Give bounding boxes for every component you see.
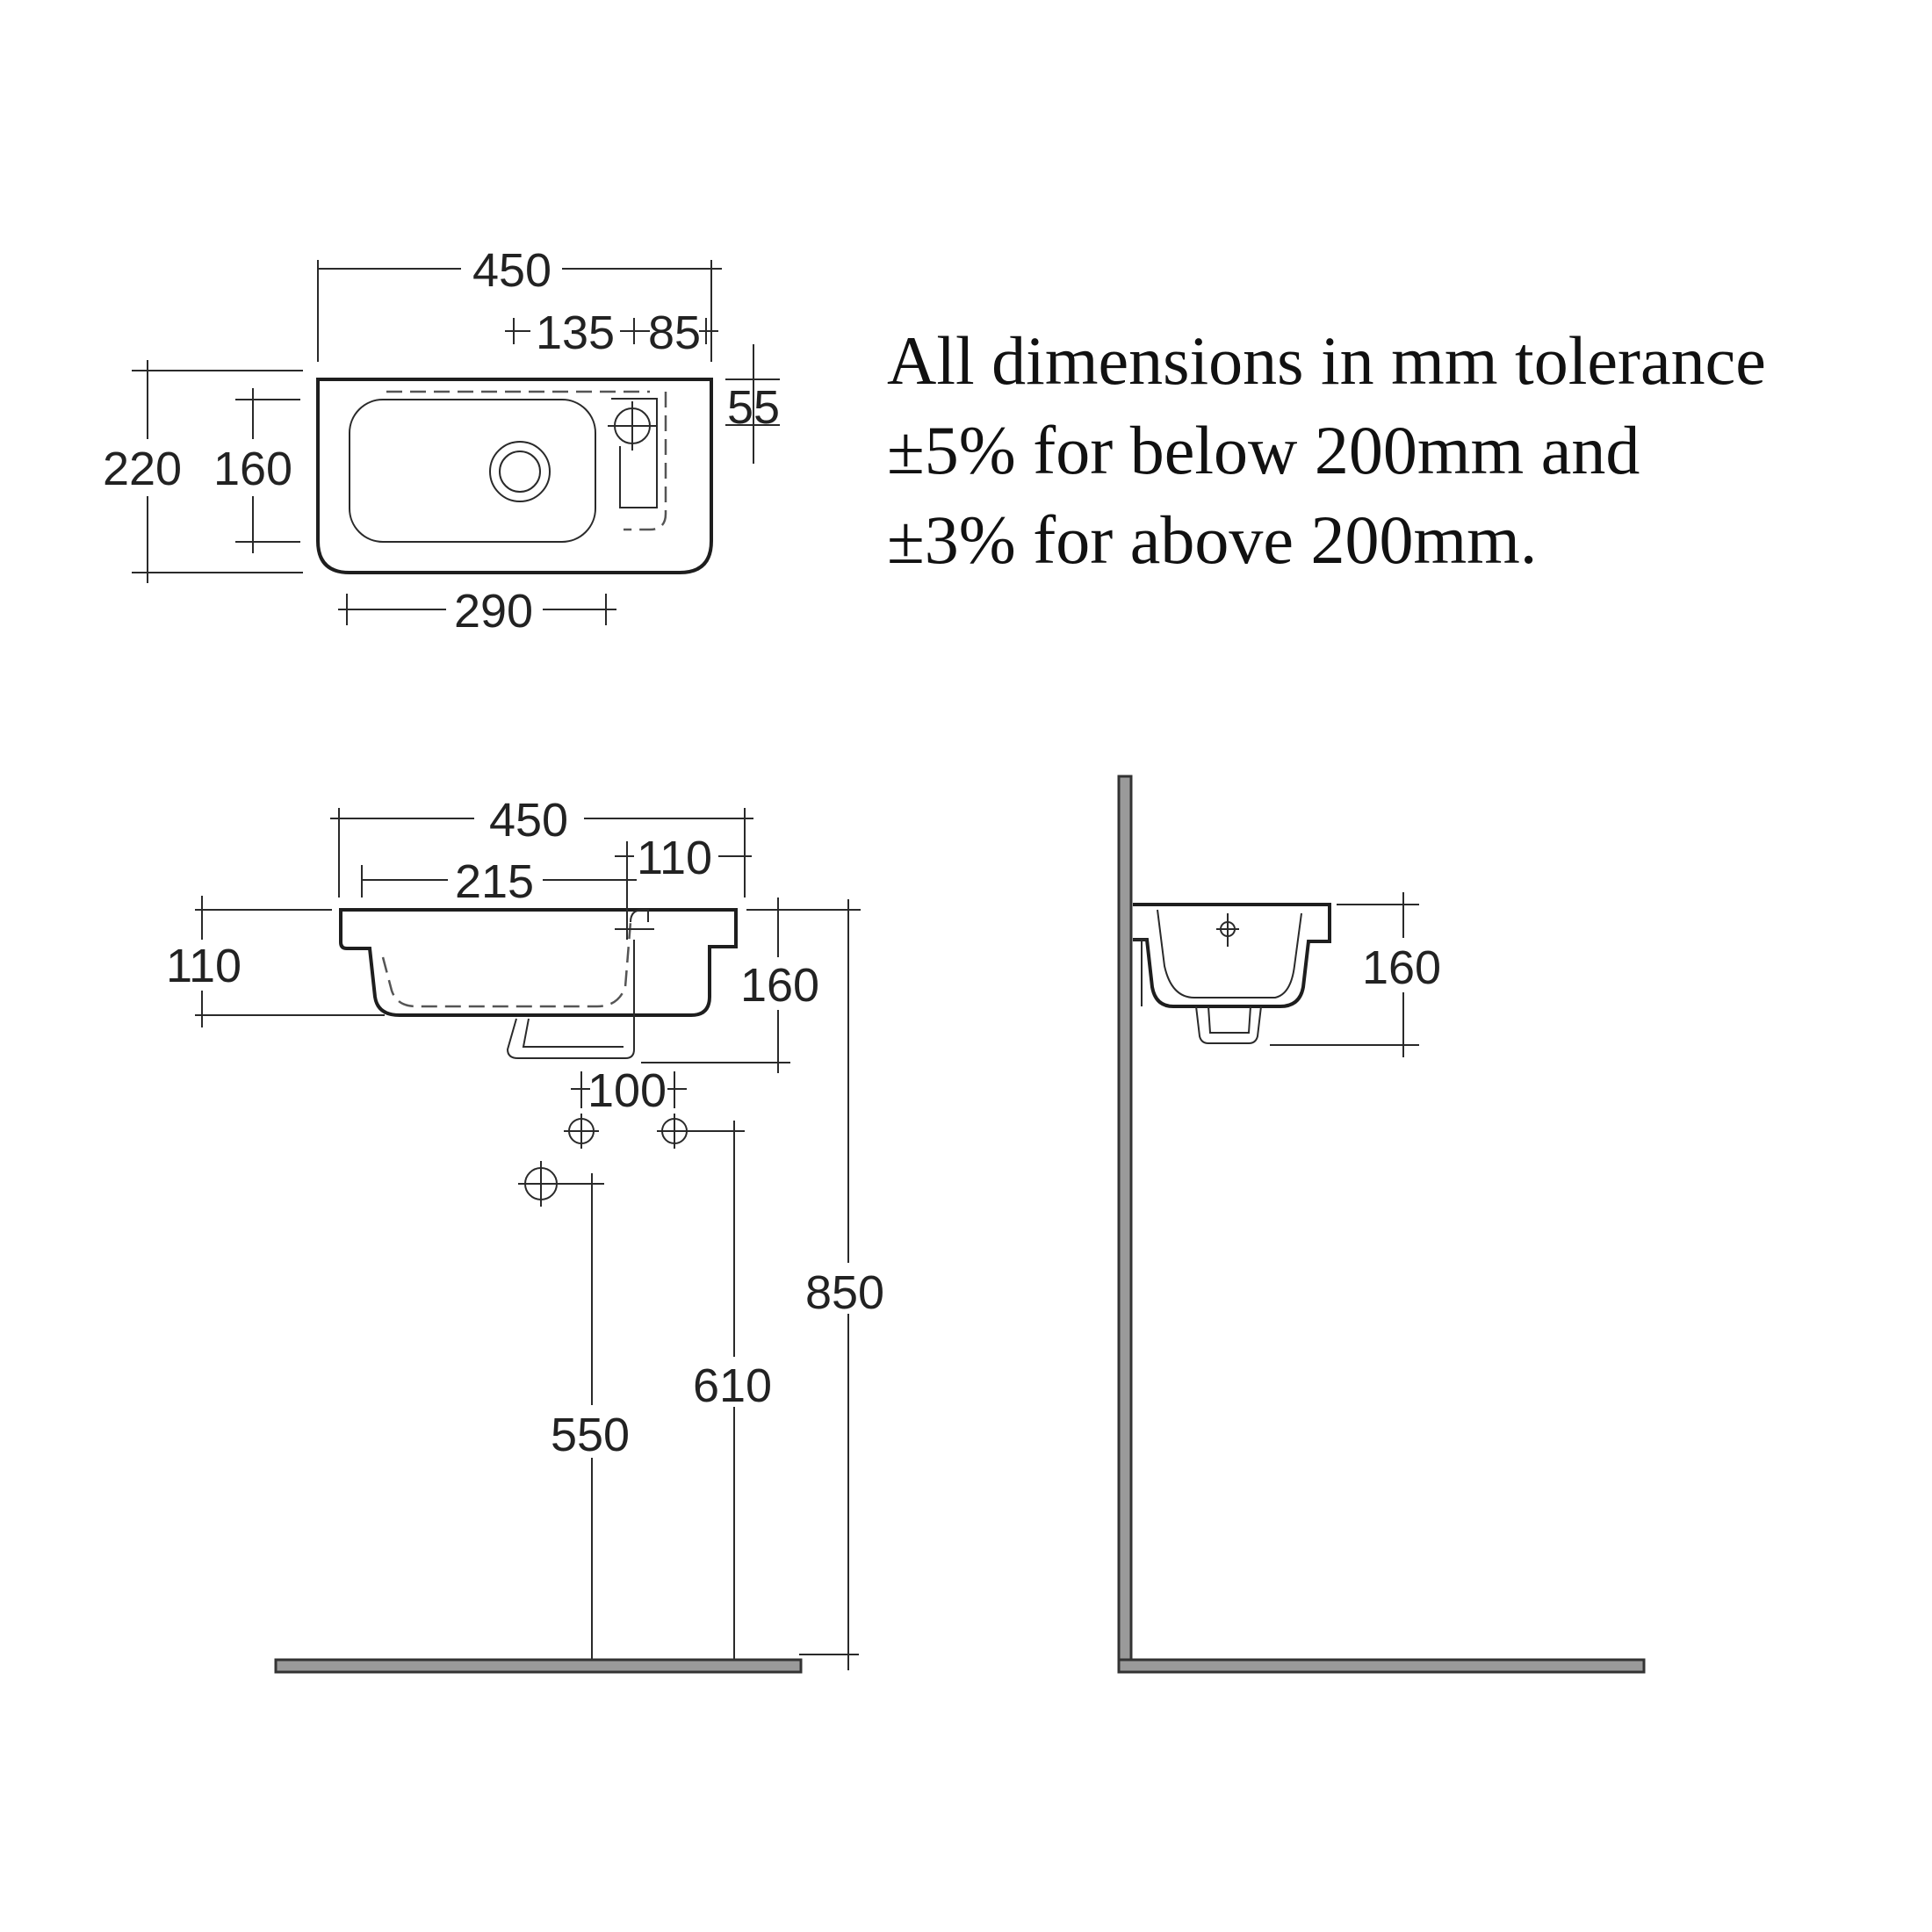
front-hidden-bowl [381, 921, 632, 1008]
front-view: 450 215 110 110 16 [166, 794, 884, 1674]
tolerance-note-line-2: ±5% for below 200mm and [887, 412, 1640, 488]
plan-basin-outline [316, 378, 713, 574]
side-dim-height: 160 [1270, 892, 1441, 1057]
front-dim-tap: 110 [615, 832, 752, 940]
plan-dim-tap-edge-label: 85 [648, 306, 701, 359]
plan-dim-overflow-label: 55 [727, 381, 780, 434]
front-dim-supply-height-label: 610 [693, 1359, 772, 1412]
front-supply-point-right [657, 1114, 745, 1149]
side-wall [1117, 775, 1133, 1674]
front-dim-width-label: 450 [489, 794, 568, 847]
front-dim-width: 450 [330, 794, 753, 898]
front-dim-waste-height-label: 550 [551, 1409, 630, 1461]
plan-view: 450 135 85 55 220 [103, 244, 780, 638]
tolerance-notes: All dimensions in mm tolerance ±5% for b… [887, 316, 1906, 585]
plan-waste-inner [499, 451, 541, 493]
front-supply-point-left [564, 1114, 599, 1149]
front-dim-rim-label: 110 [166, 940, 242, 992]
front-dim-waste-height: 550 [551, 1173, 630, 1662]
plan-dim-depth-label: 220 [103, 443, 182, 495]
plan-dim-depth: 220 [103, 360, 303, 583]
front-dim-supply-spacing: 100 [571, 1064, 687, 1117]
plan-dim-width-label: 450 [472, 244, 551, 297]
tolerance-note-line-1: All dimensions in mm tolerance [887, 322, 1766, 399]
side-basin-inner [1157, 909, 1302, 998]
plan-dim-width: 450 [317, 244, 722, 362]
side-view: 160 [1117, 775, 1646, 1674]
side-tap-marker [1216, 913, 1239, 947]
plan-dim-tap-offset-label: 135 [536, 306, 615, 359]
front-waste-point [518, 1161, 604, 1207]
plan-waste-outer [489, 441, 551, 502]
front-dim-rim: 110 [166, 896, 385, 1027]
side-trap [1195, 1006, 1262, 1044]
front-waste [506, 940, 635, 1059]
front-dim-supply-spacing-label: 100 [588, 1064, 667, 1117]
front-tap [615, 909, 654, 930]
front-dim-supply-height: 610 [693, 1121, 772, 1662]
front-dim-tap-label: 110 [637, 832, 712, 884]
side-floor [1117, 1658, 1646, 1674]
tolerance-note-line-3: ±3% for above 200mm. [887, 501, 1538, 578]
plan-bowl [349, 399, 596, 543]
front-floor [274, 1658, 803, 1674]
front-dim-rim-floor: 850 [799, 899, 884, 1670]
plan-tap-deck [611, 398, 658, 508]
plan-dim-bowl-width: 290 [338, 585, 616, 638]
plan-hidden-right [624, 392, 667, 531]
plan-dim-tap: 135 85 [505, 306, 718, 359]
plan-dim-bowl-depth: 160 [213, 388, 300, 553]
front-rim [339, 908, 738, 1017]
plan-dim-bowl-width-label: 290 [454, 585, 533, 638]
plan-dim-overflow: 55 [725, 344, 780, 464]
front-dim-height-label: 160 [740, 959, 819, 1012]
front-dim-waste-label: 215 [455, 855, 534, 908]
side-basin [1133, 903, 1331, 1008]
plan-dim-bowl-depth-label: 160 [213, 443, 292, 495]
front-dim-height: 160 [641, 898, 861, 1073]
front-dim-rim-floor-label: 850 [805, 1266, 884, 1319]
side-dim-height-label: 160 [1362, 941, 1441, 994]
front-dim-waste: 215 [361, 855, 637, 908]
